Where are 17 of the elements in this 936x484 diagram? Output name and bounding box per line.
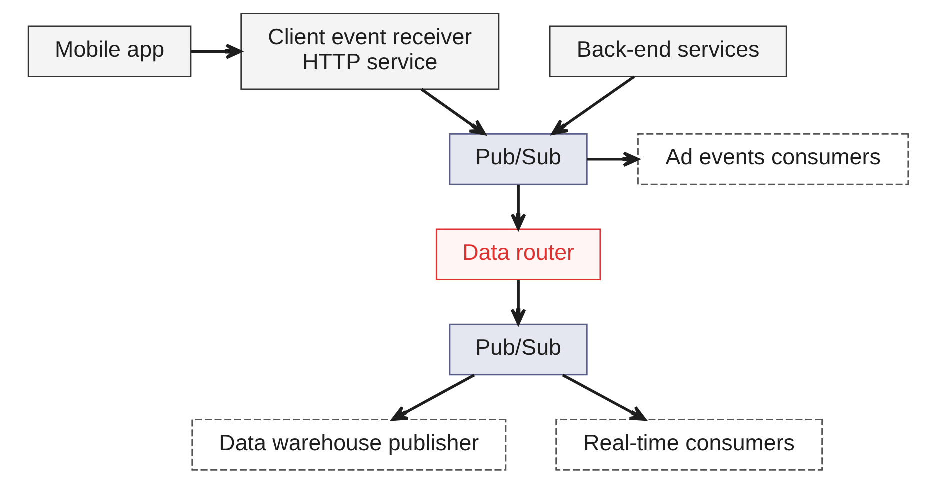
- arrow: [562, 374, 646, 422]
- node-box: Ad events consumers: [637, 134, 909, 186]
- arrow: [510, 185, 526, 230]
- node-box: Data router: [435, 228, 601, 280]
- node-box: Pub/Sub: [448, 324, 588, 376]
- arrow: [420, 88, 486, 136]
- node-box: Mobile app: [27, 26, 192, 78]
- arrow: [190, 44, 242, 60]
- arrow: [586, 152, 639, 168]
- node-box: Data warehouse publisher: [191, 419, 506, 471]
- node-box: Pub/Sub: [448, 134, 588, 186]
- arrow: [391, 374, 475, 422]
- node-box: Real-time consumers: [555, 419, 822, 471]
- node-box: Back-end services: [548, 26, 787, 78]
- arrow: [551, 76, 635, 136]
- node-box: Client event receiver HTTP service: [240, 13, 500, 90]
- arrow: [510, 280, 526, 326]
